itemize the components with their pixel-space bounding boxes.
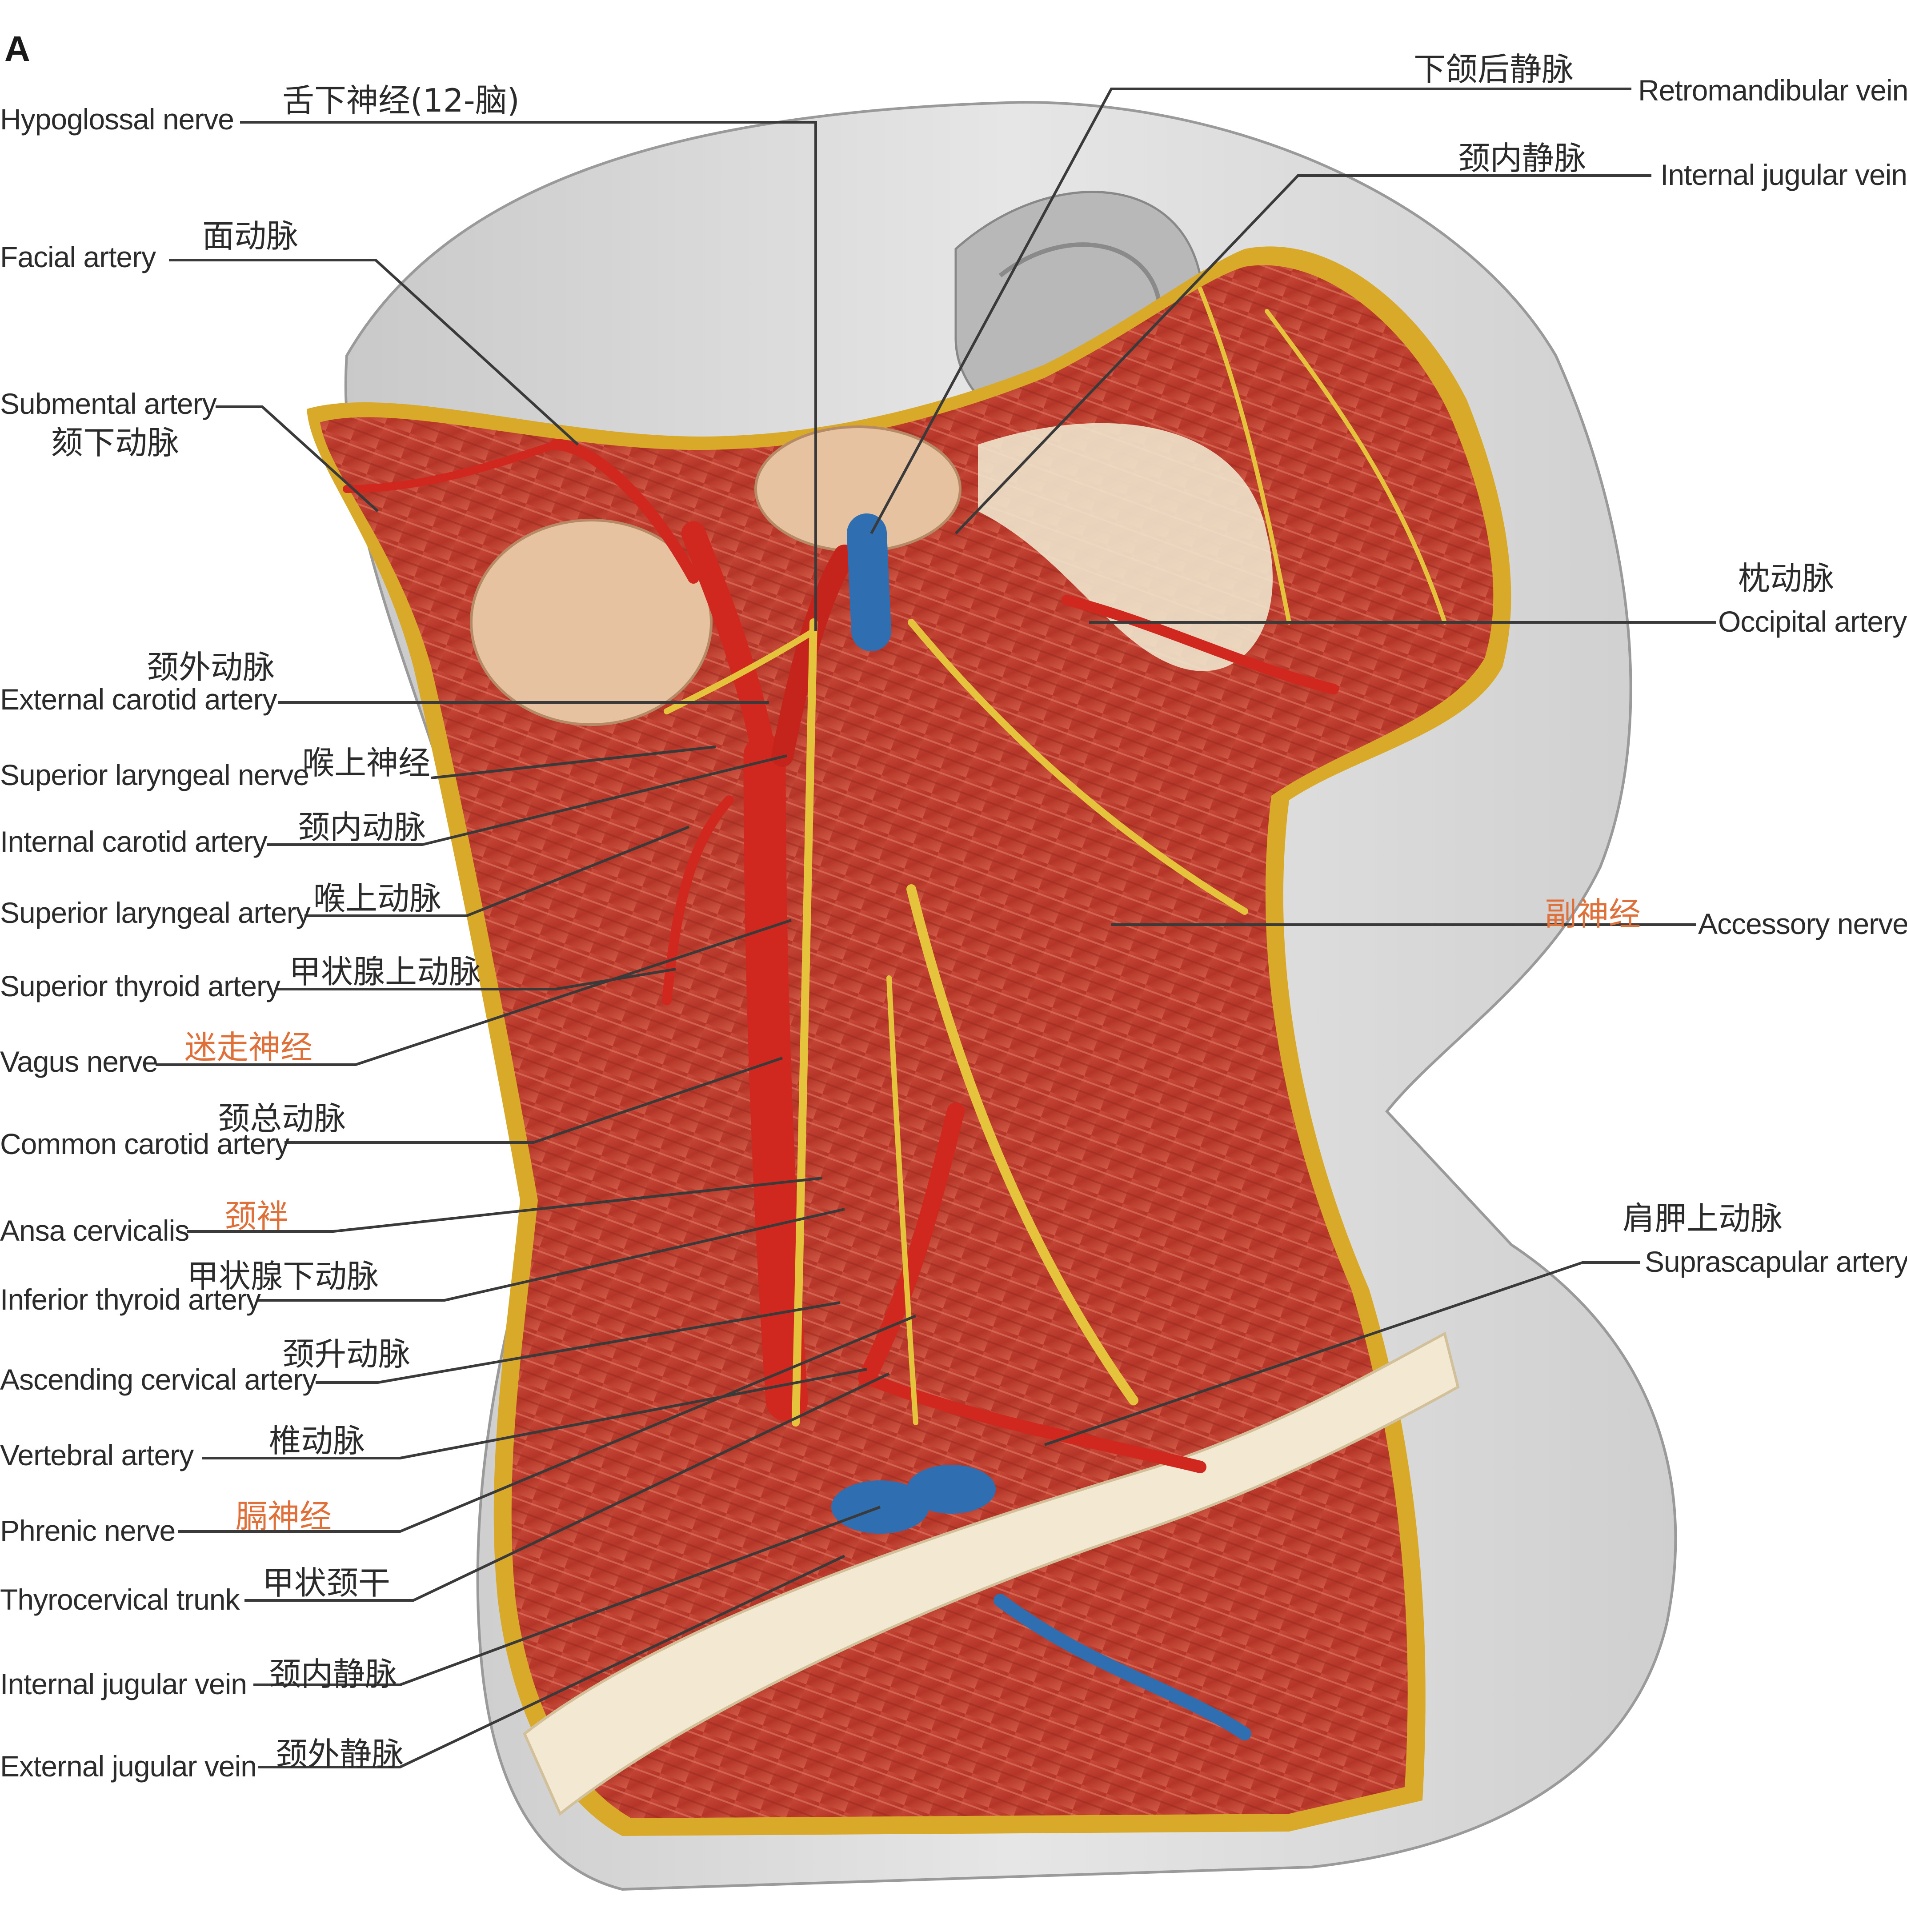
accessory-nerve [908, 619, 1248, 915]
label-zh-vertebral-artery: 椎动脉 [269, 1422, 365, 1459]
leader-hypoglossal-nerve [240, 121, 817, 631]
submental-artery [343, 441, 560, 493]
vagus-nerve [792, 618, 817, 1427]
label-en-external-carotid-artery: External carotid artery [0, 683, 277, 716]
label-en-inferior-thyroid-artery: Inferior thyroid artery [0, 1283, 261, 1316]
leader-superior-laryngeal-nerve [431, 746, 716, 779]
brachial-plexus [906, 884, 1138, 1405]
label-en-suprascapular-artery: Suprascapular artery [1645, 1245, 1907, 1278]
label-en-superior-laryngeal-artery: Superior laryngeal artery [0, 896, 311, 929]
label-zh-vagus-nerve: 迷走神经 [184, 1029, 313, 1066]
common-carotid-artery [743, 734, 808, 1422]
label-en-internal-jugular-vein-right: Internal jugular vein [1660, 158, 1907, 191]
sternocleidomastoid [978, 423, 1273, 671]
leader-submental-artery [216, 405, 379, 513]
label-zh-common-carotid-artery: 颈总动脉 [218, 1100, 346, 1137]
superior-thyroid-artery [662, 795, 734, 1005]
clavicle [523, 1331, 1460, 1816]
leader-suprascapular-artery [1044, 1261, 1640, 1446]
leader-vagus-nerve [156, 919, 792, 1066]
leader-ansa-cervicalis [187, 1177, 823, 1233]
label-zh-occipital-artery: 枕动脉 [1738, 560, 1835, 597]
label-en-ansa-cervicalis: Ansa cervicalis [0, 1214, 189, 1247]
label-zh-superior-laryngeal-artery: 喉上动脉 [313, 880, 442, 917]
occipital-artery [1062, 595, 1339, 694]
leader-internal-carotid-artery [267, 754, 787, 846]
leader-common-carotid-artery [284, 1057, 783, 1144]
label-en-hypoglossal-nerve: Hypoglossal nerve [0, 103, 234, 136]
label-en-ascending-cervical-artery: Ascending cervical artery [0, 1363, 317, 1396]
label-en-facial-artery: Facial artery [0, 240, 156, 273]
panel-letter: A [4, 29, 30, 68]
leader-internal-jugular-vein-left [253, 1506, 881, 1686]
leader-vertebral-artery [202, 1368, 867, 1459]
label-en-internal-jugular-vein-left: Internal jugular vein [0, 1667, 247, 1700]
label-en-phrenic-nerve: Phrenic nerve [0, 1514, 176, 1547]
label-zh-superior-laryngeal-nerve: 喉上神经 [302, 744, 431, 782]
label-zh-ansa-cervicalis: 颈袢 [224, 1198, 289, 1235]
label-en-superior-thyroid-artery: Superior thyroid artery [0, 970, 280, 1002]
leader-superior-laryngeal-artery [304, 826, 690, 917]
internal-jugular-vein [847, 513, 891, 651]
label-zh-submental-artery: 颏下动脉 [51, 424, 180, 461]
submandibular-gland [470, 519, 713, 726]
leader-thyrocervical-trunk [244, 1372, 890, 1602]
thyrocervical-trunk [858, 1102, 965, 1387]
label-en-vagus-nerve: Vagus nerve [0, 1045, 158, 1078]
facial-artery [550, 439, 699, 584]
phrenic-nerve [886, 975, 918, 1425]
label-en-accessory-nerve: Accessory nerve [1698, 907, 1907, 940]
leader-retromandibular-vein [870, 88, 1631, 534]
cervical-plexus [1198, 287, 1447, 625]
label-zh-phrenic-nerve: 膈神经 [236, 1498, 332, 1535]
label-zh-hypoglossal-nerve: 舌下神经(12-脑) [282, 82, 520, 119]
label-zh-retromandibular-vein: 下颌后静脉 [1414, 51, 1574, 88]
label-zh-internal-jugular-vein-right: 颈内静脉 [1458, 140, 1586, 177]
label-en-retromandibular-vein: Retromandibular vein [1638, 74, 1907, 107]
label-zh-internal-jugular-vein-left: 颈内静脉 [269, 1655, 397, 1693]
leader-facial-artery [169, 259, 579, 446]
label-en-thyrocervical-trunk: Thyrocervical trunk [0, 1583, 240, 1616]
label-en-superior-laryngeal-nerve: Superior laryngeal nerve [0, 758, 309, 791]
label-en-external-jugular-vein: External jugular vein [0, 1750, 257, 1783]
label-zh-ascending-cervical-artery: 颈升动脉 [282, 1335, 411, 1373]
leader-superior-thyroid-artery [276, 968, 676, 990]
leader-ascending-cervical-artery [316, 1301, 841, 1384]
label-en-submental-artery: Submental artery [0, 387, 217, 420]
external-jugular-vein [994, 1594, 1251, 1740]
label-en-occipital-artery: Occipital artery [1718, 605, 1907, 638]
label-zh-thyrocervical-trunk: 甲状颈干 [262, 1564, 391, 1602]
label-zh-superior-thyroid-artery: 甲状腺上动脉 [289, 953, 481, 990]
label-zh-external-jugular-vein: 颈外静脉 [276, 1736, 404, 1773]
leader-phrenic-nerve [178, 1315, 917, 1533]
label-zh-facial-artery: 面动脉 [202, 217, 299, 255]
label-en-vertebral-artery: Vertebral artery [0, 1439, 194, 1471]
label-zh-suprascapular-artery: 肩胛上动脉 [1623, 1200, 1783, 1237]
leader-internal-jugular-vein-right [954, 174, 1651, 535]
external-carotid-artery [681, 521, 777, 768]
label-zh-accessory-nerve: 副神经 [1545, 895, 1641, 933]
leader-inferior-thyroid-artery [258, 1208, 845, 1302]
label-zh-internal-carotid-artery: 颈内动脉 [298, 809, 426, 846]
leader-external-jugular-vein [258, 1555, 845, 1768]
label-en-common-carotid-artery: Common carotid artery [0, 1127, 289, 1160]
label-en-internal-carotid-artery: Internal carotid artery [0, 825, 268, 858]
label-zh-inferior-thyroid-artery: 甲状腺下动脉 [187, 1258, 379, 1295]
label-zh-external-carotid-artery: 颈外动脉 [147, 649, 275, 686]
